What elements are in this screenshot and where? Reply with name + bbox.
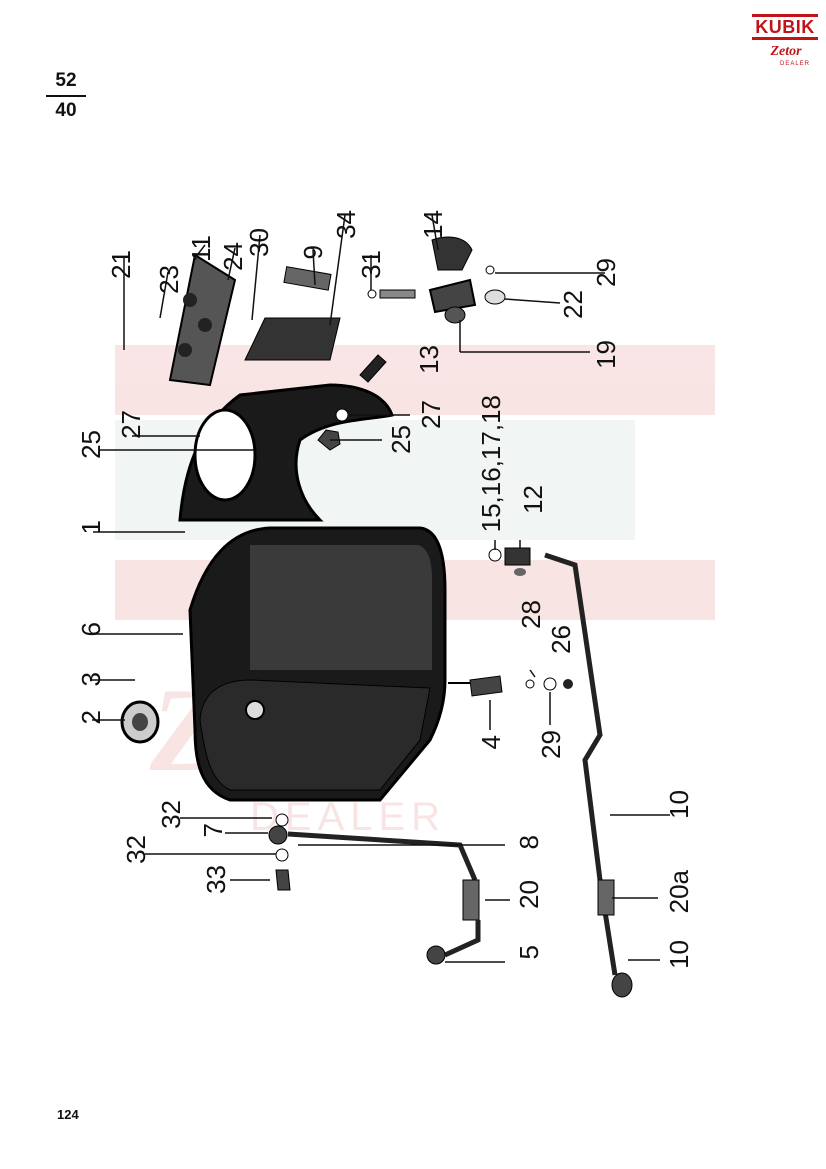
callout-label: 14: [418, 210, 448, 239]
sheet-numerator: 52: [55, 70, 77, 91]
leader-lines: [92, 214, 670, 963]
callout-label: 30: [244, 228, 274, 257]
callout-label: 11: [186, 235, 216, 262]
callout-label: 19: [591, 340, 621, 369]
washer-27: [335, 408, 349, 422]
valve-plate: [168, 253, 341, 387]
callout-label: 20: [514, 880, 544, 909]
callout-label: 34: [331, 210, 361, 239]
callout-label: 23: [154, 265, 184, 294]
logo-brand: KUBIK: [752, 14, 818, 40]
callout-label: 27: [416, 400, 446, 429]
callout-label: 3: [76, 672, 106, 686]
callout-label: 21: [106, 250, 136, 279]
hose-20a: [597, 879, 615, 916]
callout-label: 4: [476, 735, 506, 749]
callout-label: 31: [356, 250, 386, 279]
sheet-denominator: 40: [55, 100, 77, 121]
filler-cap: [120, 700, 160, 744]
callout-label: 32: [156, 800, 186, 829]
callout-label: 24: [218, 242, 248, 271]
callout-label: 13: [414, 345, 444, 374]
callout-label: 27: [116, 410, 146, 439]
callout-label: 6: [76, 622, 106, 636]
sheet-reference: 52 40: [42, 70, 90, 122]
callout-label: 20a: [664, 869, 694, 913]
callout-label: 15,16,17,18: [476, 395, 506, 532]
callout-labels: 21 23 11 24 30 9 34 31 14 29 22 19 13 27…: [76, 210, 694, 969]
callout-label: 29: [591, 258, 621, 287]
callout-label: 9: [298, 245, 328, 259]
fitting-12: [488, 547, 531, 576]
callout-label: 8: [514, 835, 544, 849]
kubik-zetor-logo: KUBIK Zetor DEALER: [752, 14, 818, 72]
page-number: 124: [57, 1107, 79, 1122]
fraction-bar: [46, 95, 86, 97]
callout-label: 32: [121, 835, 151, 864]
callout-label: 5: [514, 945, 544, 959]
callout-label: 25: [76, 430, 106, 459]
callout-label: 29: [536, 730, 566, 759]
logo-tag: DEALER: [780, 61, 811, 67]
fuel-tank: [188, 526, 447, 802]
fuel-tap: [367, 236, 506, 324]
callout-label: 12: [518, 485, 548, 514]
callout-label: 28: [516, 600, 546, 629]
callout-label: 10: [664, 790, 694, 819]
callout-label: 2: [76, 710, 106, 724]
bolt-13: [359, 354, 387, 383]
callout-label: 1: [76, 520, 106, 534]
callout-label: 10: [664, 940, 694, 969]
nut-25: [317, 429, 341, 451]
callout-label: 7: [198, 823, 228, 837]
callout-label: 26: [546, 625, 576, 654]
logo-sub: Zetor: [770, 44, 802, 59]
callout-label: 25: [386, 425, 416, 454]
banjo-4: [448, 675, 573, 697]
callout-label: 22: [558, 290, 588, 319]
end-fitting-10: [611, 972, 633, 998]
callout-label: 33: [201, 865, 231, 894]
filler-neck-icon: [245, 700, 265, 720]
